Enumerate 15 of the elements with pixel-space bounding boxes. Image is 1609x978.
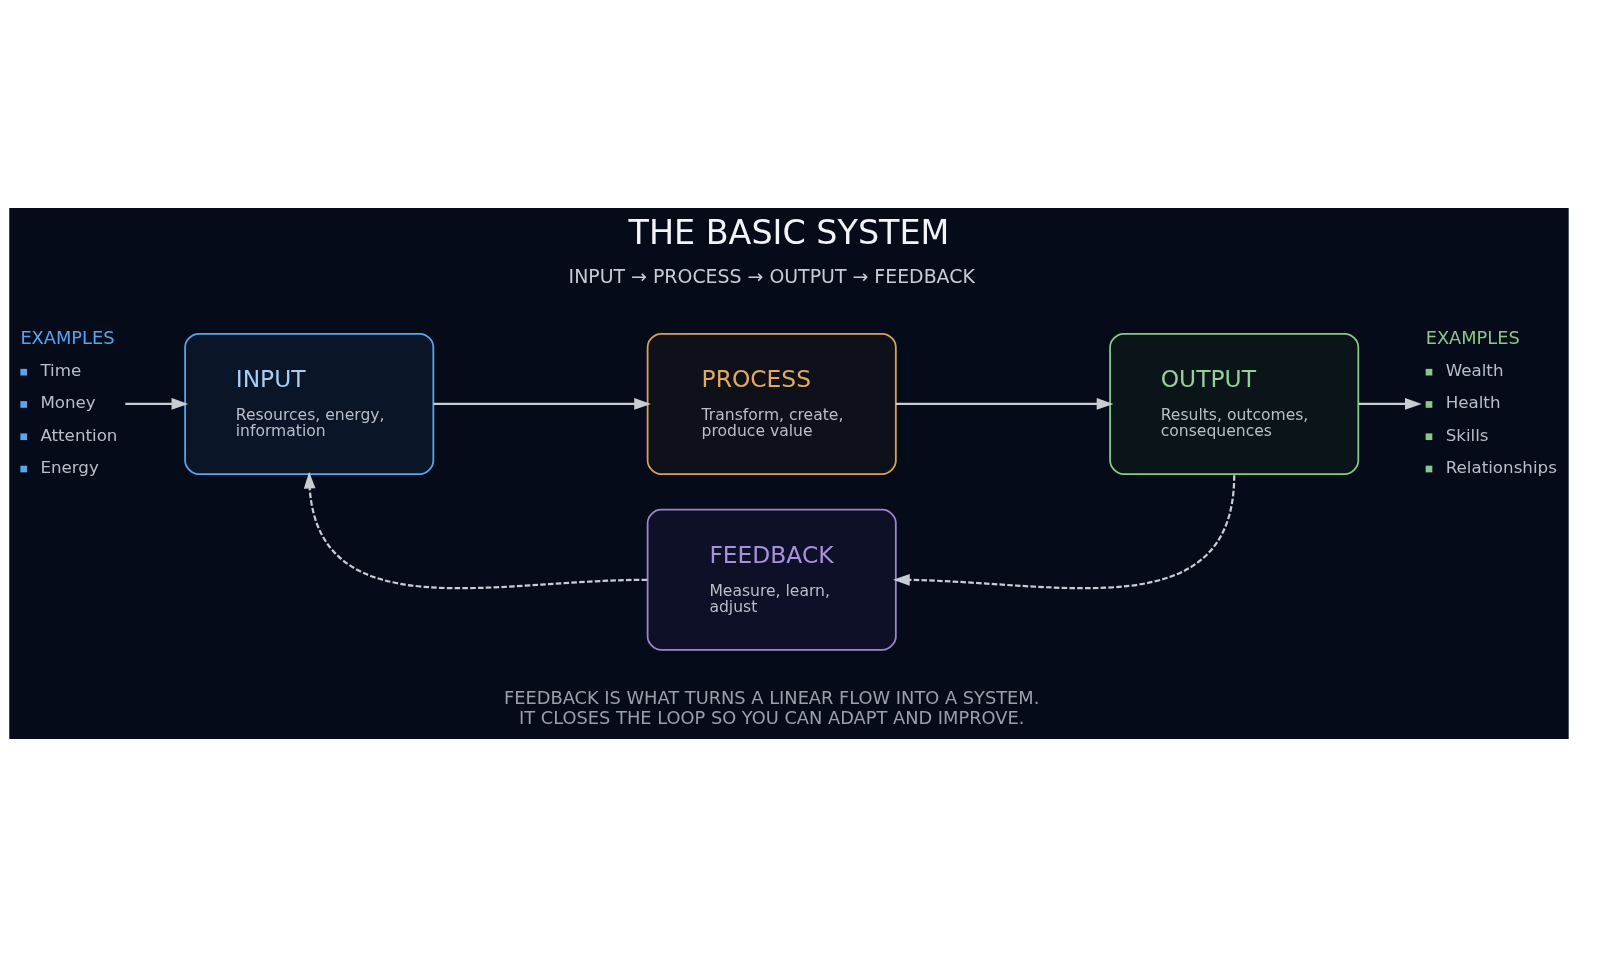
node-box: OUTPUT Results, outcomes, consequences: [1108, 332, 1359, 475]
caption: FEEDBACK IS WHAT TURNS A LINEAR FLOW INTO A SYSTEM. IT CLOSES THE LOOP SO YOU CAN ADAPT AND IMPROVE.: [503, 686, 1039, 728]
arrow: [124, 397, 188, 410]
node-box: INPUT Resources, energy, information: [183, 332, 434, 475]
node-text: EXAMPLES Wealth Health Skills Relationships: [1425, 326, 1557, 477]
arrow: [895, 397, 1113, 410]
arrow: [892, 474, 1235, 589]
node-box: FEEDBACK Measure, learn, adjust: [646, 508, 897, 651]
diagram-title: THE BASIC SYSTEM: [628, 212, 949, 252]
node-box: PROCESS Transform, create, produce value: [646, 332, 897, 475]
arrow: [1358, 397, 1422, 410]
arrow: [432, 397, 651, 410]
node-text: EXAMPLES Time Money Attention Energy: [19, 326, 117, 477]
label: INPUT → PROCESS → OUTPUT → FEEDBACK: [568, 264, 975, 287]
arrow: [303, 471, 647, 589]
